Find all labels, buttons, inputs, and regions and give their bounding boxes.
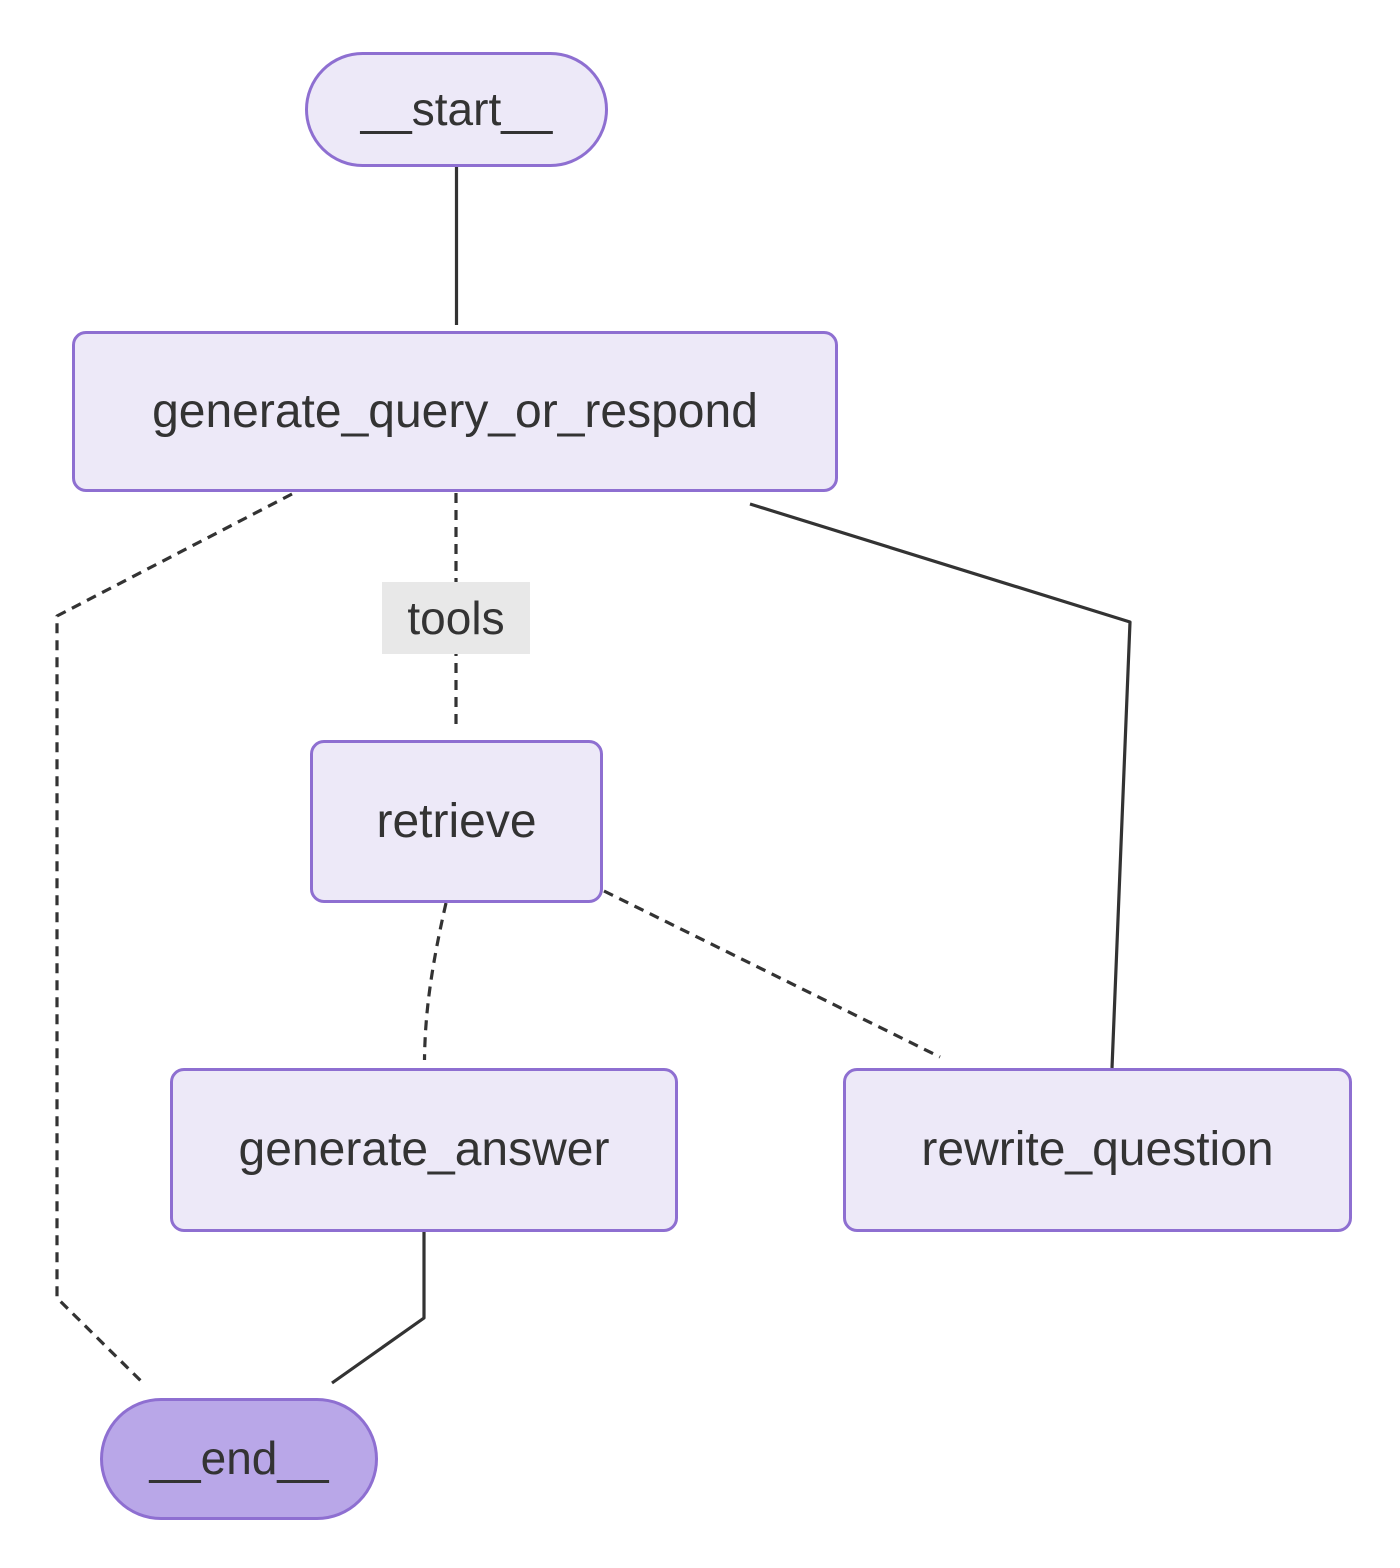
node-retrieve: retrieve bbox=[310, 740, 603, 903]
node-generate-answer: generate_answer bbox=[170, 1068, 678, 1232]
node-start-label: __start__ bbox=[360, 82, 553, 135]
node-generate-query-or-respond-label: generate_query_or_respond bbox=[152, 384, 758, 438]
node-end-label: __end__ bbox=[149, 1432, 329, 1485]
edge-retrieve-to-generate-answer bbox=[422, 902, 448, 1061]
edge-retrieve-to-rewrite-question bbox=[603, 889, 941, 1059]
node-end: __end__ bbox=[100, 1398, 378, 1520]
node-rewrite-question-label: rewrite_question bbox=[921, 1123, 1274, 1177]
edge-generate-answer-to-end bbox=[331, 1232, 426, 1385]
node-retrieve-label: retrieve bbox=[376, 794, 537, 848]
node-rewrite-question: rewrite_question bbox=[843, 1068, 1352, 1232]
node-start: __start__ bbox=[305, 52, 608, 167]
node-generate-answer-label: generate_answer bbox=[238, 1123, 610, 1177]
node-generate-query-or-respond: generate_query_or_respond bbox=[72, 331, 838, 492]
edge-label-tools: tools bbox=[382, 582, 530, 654]
edge-label-tools-text: tools bbox=[407, 592, 505, 644]
edge-rewrite-question-to-generate-query-or-respond bbox=[749, 502, 1132, 1069]
edge-generate-query-or-respond-to-end bbox=[55, 492, 293, 1386]
